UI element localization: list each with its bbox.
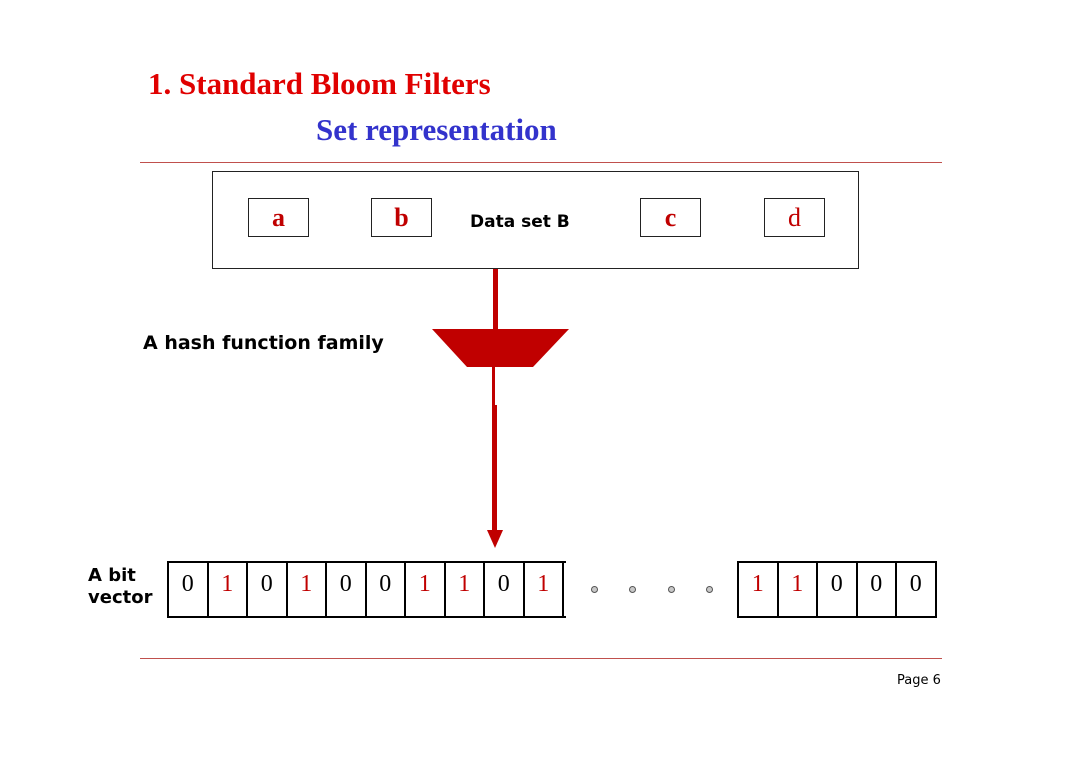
bit-cell: 1 [446,563,485,616]
bit-cell: 0 [858,563,897,616]
ellipsis-dot [591,586,598,593]
bit-cell: 1 [406,563,446,616]
bit-cell: 1 [525,563,564,616]
bit-cell: 0 [169,563,209,616]
bit-cell: 1 [739,563,779,616]
ellipsis-dot [706,586,713,593]
slide-subtitle: Set representation [316,112,557,147]
bit-cell: 0 [367,563,406,616]
bit-cell: 1 [209,563,248,616]
dataset-item-b: b [371,198,432,237]
bottom-divider [140,658,942,659]
bit-vector-left: 0 1 0 1 0 0 1 1 0 1 [167,561,566,618]
bit-cell: 0 [818,563,858,616]
lower-shaft [492,405,497,533]
dataset-item-c: c [640,198,701,237]
arrow-head-icon [487,530,503,548]
bit-cell: 1 [779,563,818,616]
ellipsis-dot [629,586,636,593]
bit-cell: 1 [288,563,327,616]
slide-title: 1. Standard Bloom Filters [148,66,491,101]
hash-function-label: A hash function family [143,332,384,354]
hash-funnel-icon [432,329,569,367]
bit-cell: 0 [897,563,937,616]
dataset-container [212,171,859,269]
bit-vector-right: 1 1 0 0 0 [737,561,937,618]
page-number: Page 6 [897,673,941,688]
dataset-item-d: d [764,198,825,237]
upper-shaft [493,269,498,329]
bit-cell: 0 [485,563,525,616]
ellipsis-dot [668,586,675,593]
dataset-label: Data set B [470,212,570,232]
bit-vector-label-line1: A bit [88,565,136,586]
bit-cell: 0 [327,563,367,616]
bit-vector-label-line2: vector [88,587,153,608]
top-divider [140,162,942,163]
funnel-neck [492,367,495,407]
bit-cell: 0 [248,563,288,616]
dataset-item-a: a [248,198,309,237]
